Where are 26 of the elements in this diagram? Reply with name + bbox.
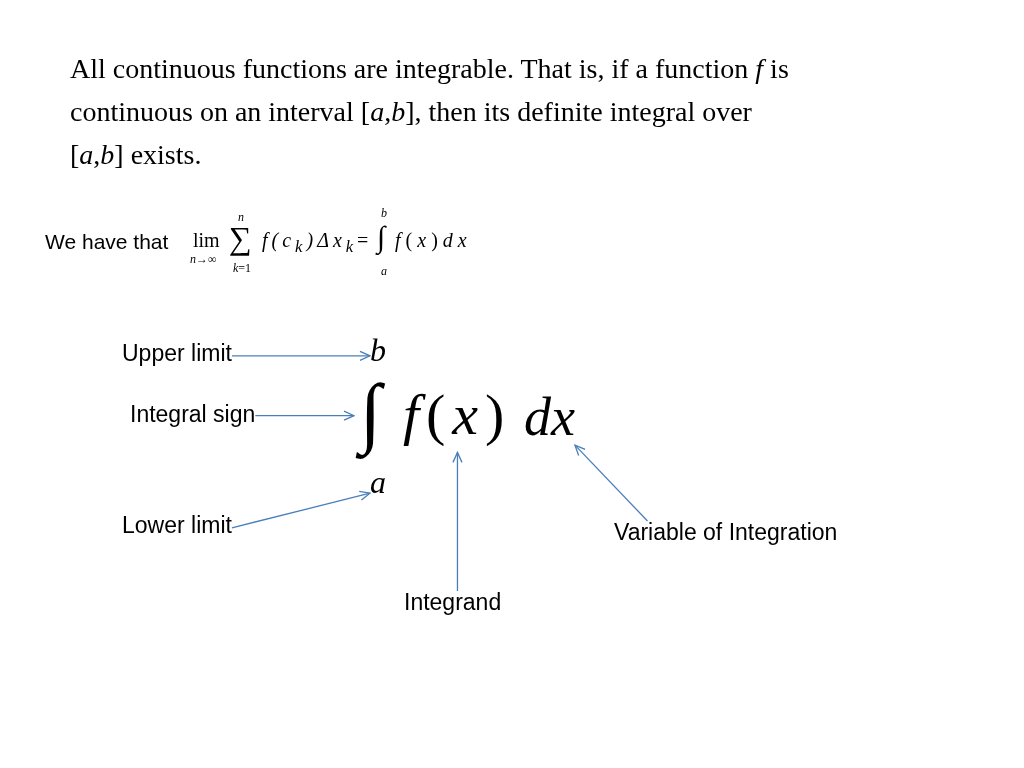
riemann-sum-term: f(c$_{k}$)Δx$_{k}$ bbox=[262, 230, 358, 256]
paragraph: All continuous functions are integrable. That is, if a function f is continuous on an interval [a,b], then its definite integral over [a,b] exists. bbox=[70, 52, 790, 172]
integrand-expression: f(x) bbox=[403, 377, 512, 453]
limit-operator: lim bbox=[193, 230, 220, 250]
leader-arrow bbox=[231, 350, 371, 361]
upper-limit: b bbox=[370, 334, 386, 366]
summation-lower-index: k=1 bbox=[233, 262, 252, 274]
callout-label: Variable of Integration bbox=[614, 521, 838, 544]
lower-limit: a bbox=[370, 466, 386, 498]
differential: dx bbox=[524, 382, 575, 453]
callout-label: Upper limit bbox=[122, 342, 232, 365]
summation-upper-index: n bbox=[238, 211, 244, 223]
summation-sign: ∑ bbox=[229, 222, 252, 254]
callout-label: Integrand bbox=[404, 591, 502, 614]
limit-subscript: n→∞ bbox=[190, 253, 217, 265]
leader-arrow bbox=[574, 444, 649, 522]
lower-limit: a bbox=[381, 265, 387, 277]
upper-limit: b bbox=[381, 207, 387, 219]
callout-label: Integral sign bbox=[130, 403, 256, 426]
callout-label: Lower limit bbox=[122, 514, 232, 537]
equals-sign: = bbox=[357, 230, 369, 250]
leader-arrow bbox=[254, 410, 355, 421]
leader-arrow bbox=[452, 451, 463, 592]
intro-text: We have that bbox=[45, 231, 169, 252]
integral-expression: f(x)dx bbox=[395, 230, 472, 250]
leader-arrow bbox=[231, 490, 371, 529]
